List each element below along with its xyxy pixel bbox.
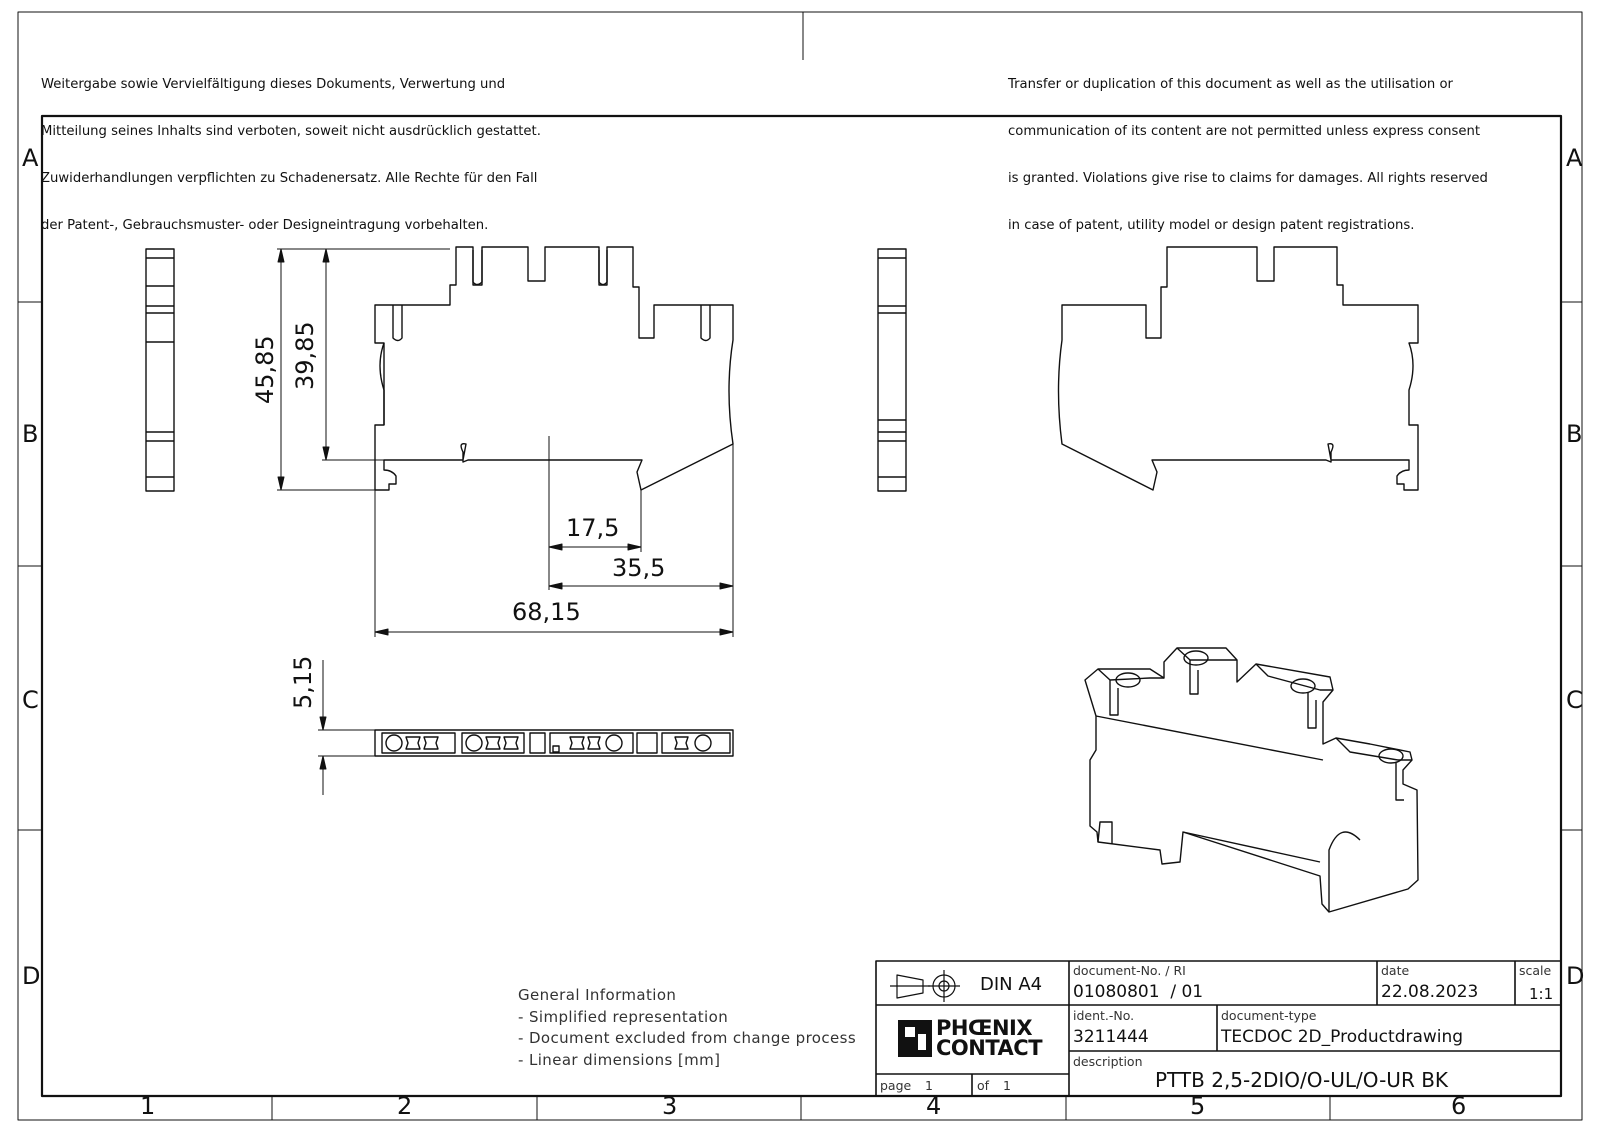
dimension-total-width: 68,15 (512, 598, 581, 626)
projection-symbol-icon (890, 970, 960, 1002)
document-no-label: document-No. / RI (1073, 963, 1186, 978)
document-type-label: document-type (1221, 1008, 1317, 1023)
notice-line: Transfer or duplication of this document… (1008, 77, 1453, 93)
rear-view (1057, 246, 1419, 491)
dimension-inner-height: 39,85 (291, 321, 319, 390)
row-label-d-right: D (1566, 962, 1585, 990)
row-label-a: A (22, 144, 39, 172)
date-value: 22.08.2023 (1381, 982, 1479, 1002)
document-type-value: TECDOC 2D_Productdrawing (1221, 1027, 1464, 1047)
dimension-offset-short: 17,5 (566, 514, 620, 542)
notice-line: Zuwiderhandlungen verpflichten zu Schade… (41, 170, 538, 186)
notice-line: Mitteilung seines Inhalts sind verboten,… (41, 123, 541, 139)
page-value: 1 (925, 1078, 933, 1093)
date-label: date (1381, 963, 1410, 978)
row-label-c: C (22, 686, 39, 714)
front-view (374, 246, 734, 491)
title-block-lines (875, 960, 1562, 1097)
description-value: PTTB 2,5-2DIO/O-UL/O-UR BK (1155, 1068, 1449, 1092)
dimension-thickness: 5,15 (289, 655, 317, 709)
row-label-d: D (22, 962, 41, 990)
column-label-6: 6 (1451, 1092, 1467, 1120)
legal-notice-english: Transfer or duplication of this document… (1008, 46, 1488, 249)
phoenix-contact-logo-icon (898, 1020, 932, 1057)
notice-line: Weitergabe sowie Vervielfältigung dieses… (41, 77, 506, 93)
scale-label: scale (1519, 963, 1552, 978)
top-view (374, 729, 734, 757)
general-information-item: - Simplified representation (518, 1007, 729, 1026)
ident-value: 3211444 (1073, 1027, 1149, 1047)
isometric-view (1084, 647, 1419, 913)
row-label-b: B (22, 420, 39, 448)
scale-value: 1:1 (1529, 985, 1554, 1003)
column-label-2: 2 (397, 1092, 413, 1120)
document-no: 01080801 / 01 (1073, 982, 1204, 1002)
paper-format: DIN A4 (980, 974, 1043, 995)
notice-line: in case of patent, utility model or desi… (1008, 217, 1415, 233)
dimension-total-height: 45,85 (251, 335, 279, 404)
of-label: of (977, 1078, 990, 1093)
of-value: 1 (1003, 1078, 1011, 1093)
column-label-5: 5 (1190, 1092, 1206, 1120)
general-information-item: - Linear dimensions [mm] (518, 1050, 721, 1069)
row-label-b-right: B (1566, 420, 1583, 448)
description-label: description (1073, 1054, 1143, 1069)
general-information-heading: General Information (518, 986, 677, 1004)
row-label-a-right: A (1566, 144, 1583, 172)
drawing-frame (40, 114, 1563, 1098)
ident-label: ident.-No. (1073, 1008, 1135, 1023)
column-label-4: 4 (926, 1092, 942, 1120)
column-label-1: 1 (140, 1092, 156, 1120)
side-view-right (877, 248, 907, 492)
notice-line: is granted. Violations give rise to clai… (1008, 170, 1488, 186)
general-information-item: - Document excluded from change process (518, 1029, 857, 1047)
dimension-lines (277, 248, 734, 795)
row-label-c-right: C (1566, 686, 1583, 714)
legal-notice-german: Weitergabe sowie Vervielfältigung dieses… (41, 46, 541, 249)
dimension-offset-long: 35,5 (612, 554, 666, 582)
general-information: General Information - Simplified represe… (518, 985, 856, 1071)
notice-line: der Patent-, Gebrauchsmuster- oder Desig… (41, 217, 489, 233)
notice-line: communication of its content are not per… (1008, 123, 1481, 139)
column-label-3: 3 (662, 1092, 678, 1120)
page-label: page (880, 1078, 912, 1093)
logo-text-line1: PHŒNIX (936, 1016, 1033, 1040)
side-view-left (145, 248, 175, 492)
logo-text-line2: CONTACT (936, 1036, 1043, 1060)
